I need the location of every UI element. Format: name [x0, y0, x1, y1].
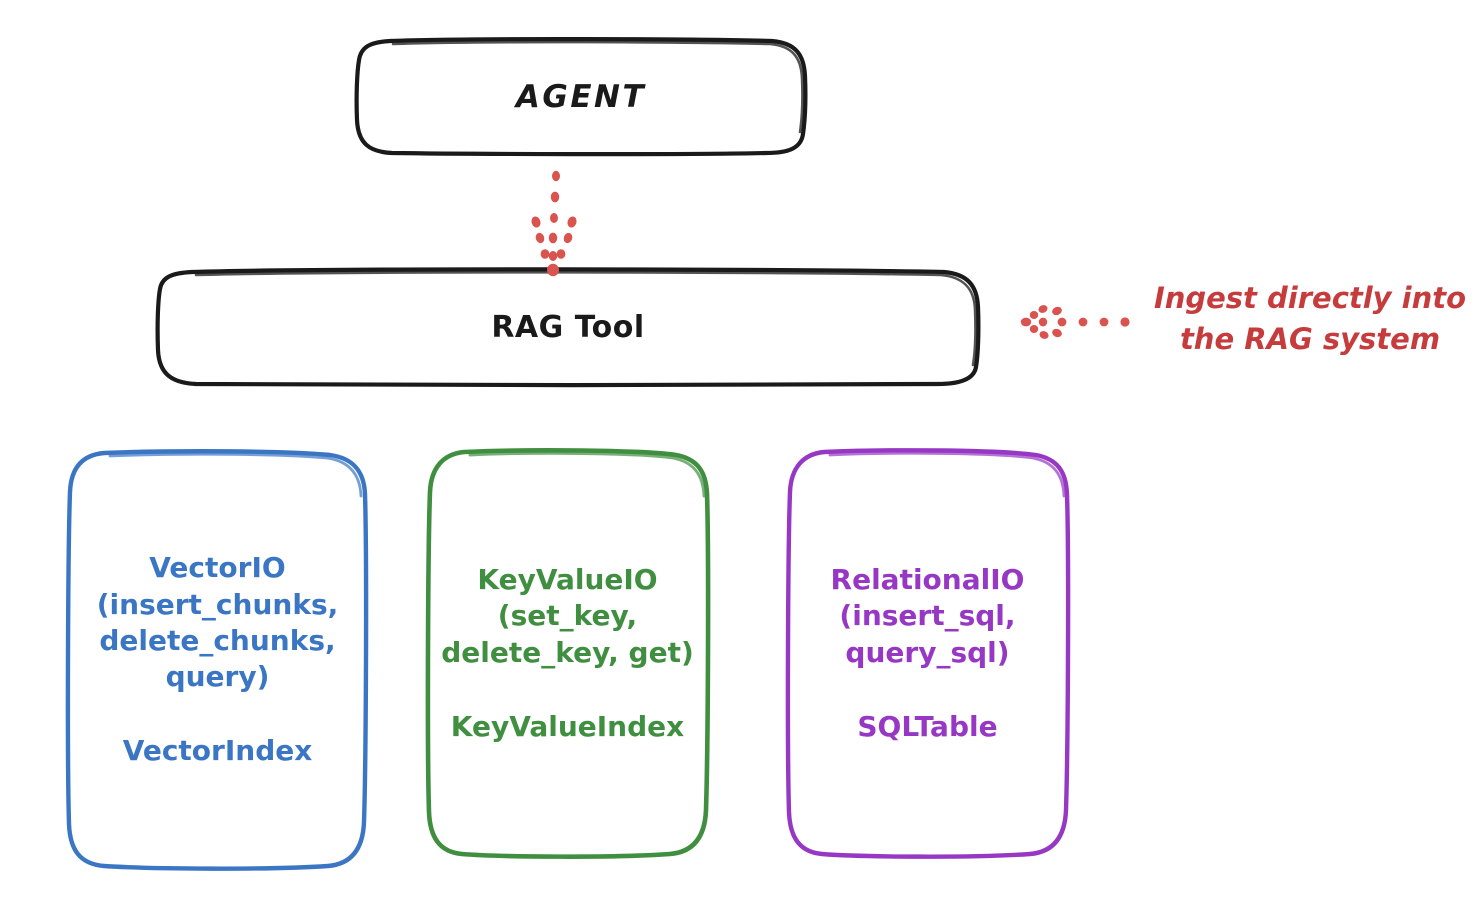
key-value-io-box[interactable]	[425, 448, 711, 859]
vector-io-box[interactable]	[65, 449, 369, 871]
agent-to-rag-arrow	[531, 170, 577, 277]
agent-box[interactable]	[354, 37, 808, 157]
rag-tool-box[interactable]	[155, 267, 981, 388]
ingest-arrow	[1020, 305, 1130, 339]
relational-io-box[interactable]	[785, 448, 1071, 859]
